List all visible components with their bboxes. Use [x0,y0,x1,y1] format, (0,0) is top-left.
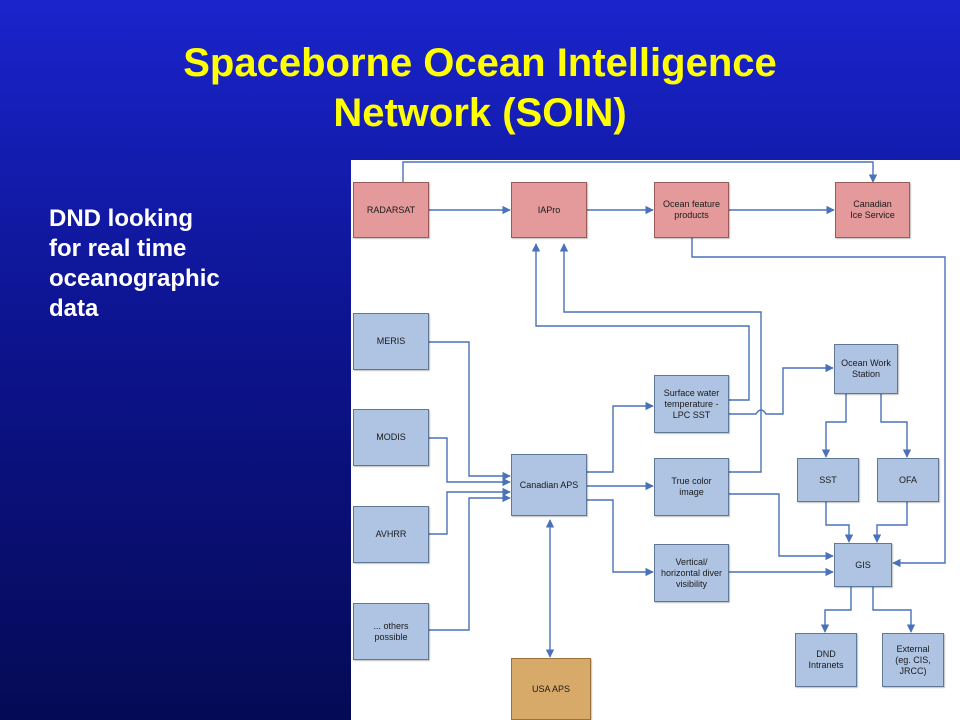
node-ocean-work-station: Ocean Work Station [834,344,898,394]
label-line: temperature - [664,398,719,409]
node-avhrr: AVHRR [353,506,429,563]
connector-ows-sst [821,394,847,458]
label-line: horizontal diver [660,567,723,578]
connector-avhrr-aps [429,487,511,535]
connector-sst-gis [825,502,854,543]
node-sst: SST [797,458,859,502]
connector-truecolor-iapro [559,243,762,473]
node-label: AVHRR [375,529,407,539]
label-line: Ocean feature [662,199,721,209]
label-line: (eg. CIS, [895,654,931,665]
label-line: possible [374,631,408,642]
connector-gis-dnd [820,587,852,633]
node-label: External (eg. CIS, JRCC) [891,644,935,677]
title-line-2: Network (SOIN) [333,91,627,135]
label-line: Vertical/ [675,556,708,567]
node-label: Ocean Work Station [837,358,895,380]
title-line-1: Spaceborne Ocean Intelligence [183,41,777,85]
connector-others-aps [429,493,511,631]
label-line: JRCC) [899,665,927,676]
label-line: Ocean Work [841,358,891,368]
label-line: Station [851,369,880,379]
label-line: visibility [675,578,707,589]
node-meris: MERIS [353,313,429,370]
side-line: for real time [49,235,187,262]
node-canadian-ice-service: Canadian Ice Service [835,182,910,238]
node-external: External (eg. CIS, JRCC) [882,633,944,687]
node-dnd-intranets: DND Intranets [795,633,857,687]
connector-gis-external [872,587,916,633]
node-label: Canadian Ice Service [846,199,899,221]
node-ofa: OFA [877,458,939,502]
label-line: image [679,487,704,497]
node-gis: GIS [834,543,892,587]
node-label: RADARSAT [366,204,416,215]
side-line: data [49,295,99,322]
node-label: DND Intranets [804,649,847,671]
node-label: True color image [667,476,715,498]
node-label: MODIS [376,432,406,442]
label-line: DND [816,649,836,659]
node-label: SST [819,474,837,485]
label-line: Intranets [808,660,844,670]
node-label: Vertical/ horizontal diver visibility [657,557,726,590]
label-line: products [674,210,709,220]
node-label: OFA [898,474,917,485]
node-surface-water-temperature: Surface water temperature - LPC SST [654,375,729,433]
node-modis: MODIS [353,409,429,466]
slide-title: Spaceborne Ocean Intelligence Network (S… [0,38,960,138]
label-line: Surface water [663,387,720,398]
connector-ofa-gis [872,502,908,543]
connector-modis-aps [429,437,511,487]
label-line: Ice Service [850,210,895,220]
node-usa-aps: USA APS [511,658,591,720]
connector-radarsat-cis [402,161,878,183]
node-label: MERIS [376,336,406,346]
node-radarsat: RADARSAT [353,182,429,238]
node-label: USA APS [531,683,571,694]
side-line: DND looking [49,205,193,232]
connector-ows-ofa [880,394,912,458]
label-line: True color [671,476,712,486]
diagram-panel: RADARSAT IAPro Ocean feature products Ca… [351,160,960,720]
node-label: GIS [855,559,871,570]
node-label: Canadian APS [519,479,579,490]
node-true-color-image: True color image [654,458,729,516]
node-label: Ocean feature products [659,199,724,221]
connector-sstprod-ows [729,363,834,415]
node-diver-visibility: Vertical/ horizontal diver visibility [654,544,729,602]
side-text: DND looking for real time oceanographic … [49,204,309,324]
node-canadian-aps: Canadian APS [511,454,587,516]
connector-meris-aps [429,341,511,481]
connector-aps-sstprod [587,401,654,473]
node-label: IAPro [537,204,561,215]
label-line: ... others [373,620,409,631]
connector-truecolor-gis [729,493,834,561]
node-others-possible: ... others possible [353,603,429,660]
connector-sstprod-iapro-1 [531,243,750,401]
node-ocean-feature-products: Ocean feature products [654,182,729,238]
node-label: Surface water temperature - LPC SST [660,388,724,421]
connector-aps-diver [587,499,654,577]
label-line: LPC SST [672,409,711,420]
connector-layer [402,161,946,658]
label-line: External [896,643,930,654]
node-label: ... others possible [369,621,412,643]
connector-ocean-gis [691,238,946,568]
label-line: Canadian [853,199,892,209]
node-iapro: IAPro [511,182,587,238]
side-line: oceanographic [49,265,220,292]
